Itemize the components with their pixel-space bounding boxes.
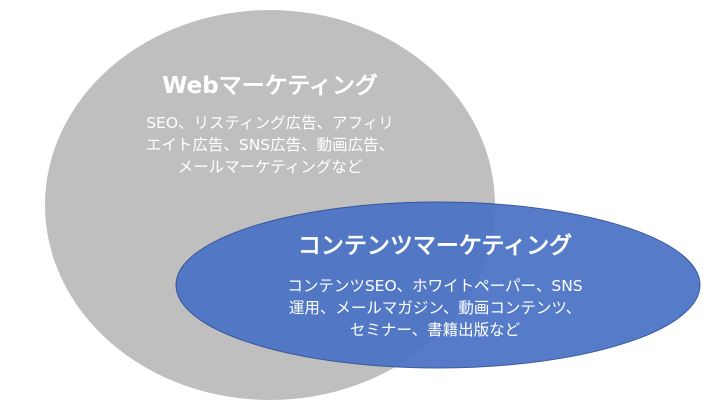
content-marketing-line-3: セミナー、書籍出版など <box>349 321 521 339</box>
content-marketing-title: コンテンツマーケティング <box>297 233 573 259</box>
content-marketing-line-2: 運用、メールマガジン、動画コンテンツ、 <box>288 299 582 317</box>
web-marketing-line-3: メールマーケティングなど <box>177 158 363 176</box>
content-marketing-description: コンテンツSEO、ホワイトペーパー、SNS 運用、メールマガジン、動画コンテンツ… <box>255 275 615 341</box>
web-marketing-line-1: SEO、リスティング広告、アフィリ <box>146 114 394 132</box>
content-marketing-line-1: コンテンツSEO、ホワイトペーパー、SNS <box>287 277 583 295</box>
content-marketing-ellipse <box>175 201 701 369</box>
web-marketing-description: SEO、リスティング広告、アフィリ エイト広告、SNS広告、動画広告、 メールマ… <box>110 112 430 178</box>
web-marketing-line-2: エイト広告、SNS広告、動画広告、 <box>145 136 395 154</box>
web-marketing-title: Webマーケティング <box>162 73 378 99</box>
